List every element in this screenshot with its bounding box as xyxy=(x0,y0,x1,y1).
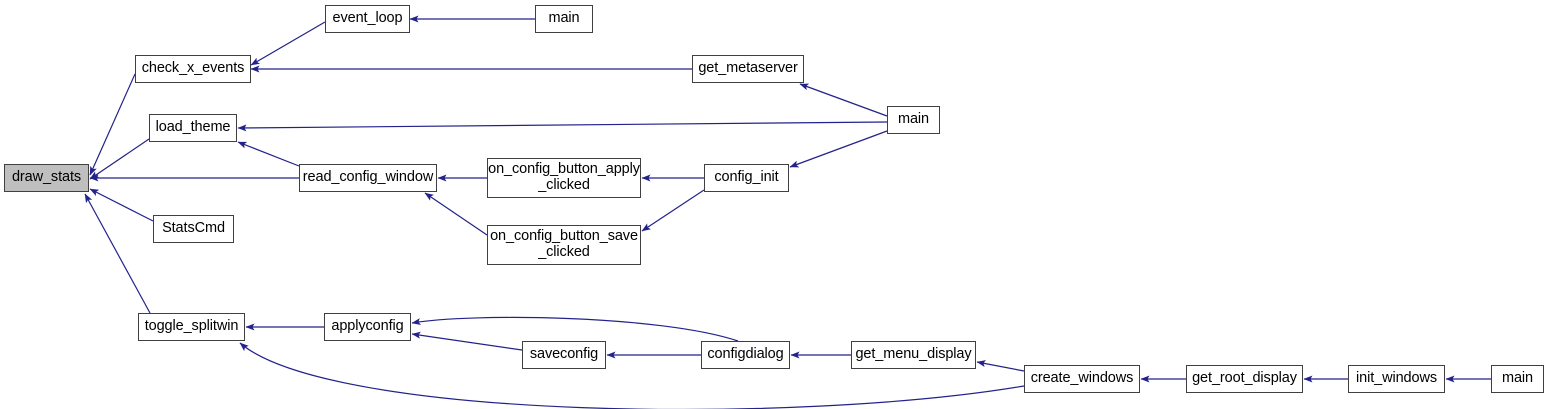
node-label: main xyxy=(548,10,580,27)
call-edge xyxy=(84,193,151,314)
call-edge xyxy=(411,316,739,342)
node-label: saveconfig xyxy=(529,346,599,363)
call-edge xyxy=(789,130,888,168)
node-label: get_menu_display xyxy=(855,346,972,363)
call-edge xyxy=(237,141,300,167)
node-toggle_splitwin[interactable]: toggle_splitwin xyxy=(138,313,245,341)
node-label: configdialog xyxy=(707,346,784,363)
node-read_config_window[interactable]: read_config_window xyxy=(299,164,437,192)
node-StatsCmd[interactable]: StatsCmd xyxy=(153,215,234,243)
call-edge xyxy=(89,138,150,180)
node-load_theme[interactable]: load_theme xyxy=(149,114,237,142)
node-label: toggle_splitwin xyxy=(144,318,239,335)
node-main_bottom[interactable]: main xyxy=(1491,365,1544,393)
call-edge xyxy=(250,21,326,66)
node-create_windows[interactable]: create_windows xyxy=(1024,365,1140,393)
node-label: get_metaserver xyxy=(698,60,798,77)
node-label: applyconfig xyxy=(331,318,404,335)
node-saveconfig[interactable]: saveconfig xyxy=(522,341,606,369)
call-edge xyxy=(424,192,488,236)
node-label: load_theme xyxy=(155,119,231,136)
node-label: on_config_button_apply _clicked xyxy=(488,161,640,193)
node-check_x_events[interactable]: check_x_events xyxy=(135,55,251,83)
node-label: read_config_window xyxy=(302,169,434,186)
call-edge xyxy=(976,360,1025,372)
node-on_config_button_apply[interactable]: on_config_button_apply _clicked xyxy=(487,158,641,198)
node-label: config_init xyxy=(714,169,779,186)
node-label: init_windows xyxy=(1355,370,1437,387)
node-label: check_x_events xyxy=(141,60,245,77)
call-edge xyxy=(641,189,705,232)
node-label: StatsCmd xyxy=(162,220,225,237)
node-label: main xyxy=(897,111,930,128)
node-configdialog[interactable]: configdialog xyxy=(701,341,790,369)
node-event_loop[interactable]: event_loop xyxy=(325,5,410,33)
node-on_config_button_save[interactable]: on_config_button_save _clicked xyxy=(487,225,641,265)
node-draw_stats[interactable]: draw_stats xyxy=(4,164,89,192)
call-edge xyxy=(89,188,154,222)
call-edge xyxy=(411,331,523,351)
call-edge xyxy=(89,73,136,176)
node-init_windows[interactable]: init_windows xyxy=(1348,365,1445,393)
node-get_menu_display[interactable]: get_menu_display xyxy=(851,341,976,369)
node-label: get_root_display xyxy=(1192,370,1297,387)
call-edge xyxy=(237,121,888,132)
node-label: create_windows xyxy=(1030,370,1134,387)
node-label: on_config_button_save _clicked xyxy=(490,228,638,260)
node-config_init[interactable]: config_init xyxy=(704,164,789,192)
node-applyconfig[interactable]: applyconfig xyxy=(324,313,411,341)
node-main_top[interactable]: main xyxy=(535,5,593,33)
node-get_metaserver[interactable]: get_metaserver xyxy=(692,55,804,83)
node-label: event_loop xyxy=(332,10,403,27)
call-edge xyxy=(799,83,888,117)
node-label: draw_stats xyxy=(11,169,82,186)
node-label: main xyxy=(1501,370,1534,387)
node-main_right[interactable]: main xyxy=(887,106,940,134)
node-get_root_display[interactable]: get_root_display xyxy=(1186,365,1303,393)
